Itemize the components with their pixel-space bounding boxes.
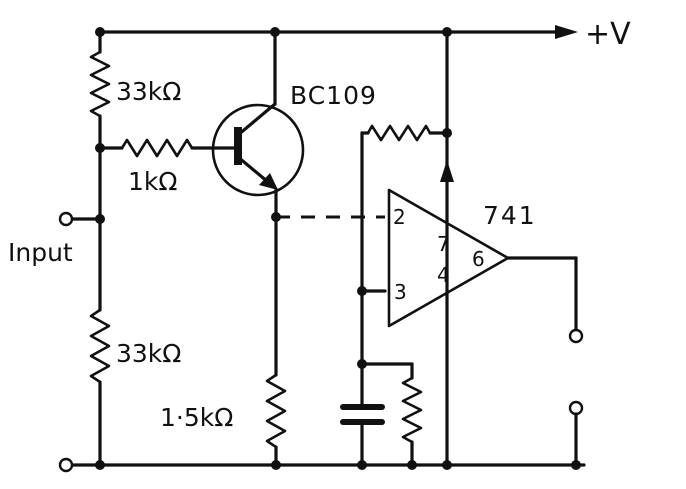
input-terminal <box>58 211 102 227</box>
output-lines <box>506 256 584 467</box>
transistor-bc109 <box>211 30 305 219</box>
pin-4-label: 4 <box>437 263 450 287</box>
pin-3-label: 3 <box>394 280 407 304</box>
base-resistor-value: 1kΩ <box>128 167 178 196</box>
pin-6-label: 6 <box>472 247 485 271</box>
supply-arrow-icon <box>555 25 578 39</box>
transistor-label: BC109 <box>290 81 377 110</box>
lower-divider-resistor <box>89 308 111 467</box>
bias-network <box>360 362 423 467</box>
junction-dots <box>95 27 581 470</box>
supply-rail <box>98 25 578 39</box>
pin-2-label: 2 <box>393 205 406 229</box>
emitter-resistor <box>265 373 287 467</box>
pin-7-label: 7 <box>437 232 450 256</box>
output-terminal <box>568 328 584 344</box>
feedback-preset-resistor <box>360 124 449 142</box>
rail-arrow-icon <box>440 160 454 182</box>
ground-terminal-left <box>58 457 74 473</box>
emitter-arrow-icon <box>259 173 278 190</box>
capacitor <box>340 404 385 425</box>
emitter-resistor-value: 1·5kΩ <box>160 403 233 432</box>
opamp-741 <box>387 188 510 328</box>
output-ground-terminal <box>568 400 584 416</box>
input-label: Input <box>8 238 73 267</box>
lower-divider-value: 33kΩ <box>116 339 181 368</box>
upper-divider-resistor <box>89 30 111 150</box>
supply-label: +V <box>585 17 631 52</box>
upper-divider-value: 33kΩ <box>116 77 181 106</box>
opamp-label: 741 <box>483 201 537 230</box>
